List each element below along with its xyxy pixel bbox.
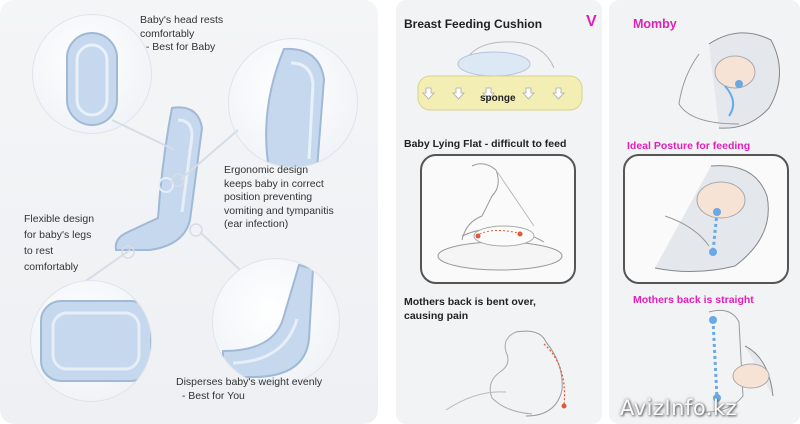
momby-top-illustration bbox=[678, 32, 780, 129]
lying-flat-caption: Baby Lying Flat - difficult to feed bbox=[404, 138, 567, 150]
momby-panel: Momby Ideal Posture for feeding Mothers … bbox=[609, 0, 800, 424]
weight-closeup-image bbox=[212, 258, 340, 386]
product-features-panel: Baby's head rests comfortably - Best for… bbox=[0, 0, 378, 424]
straight-back-caption: Mothers back is straight bbox=[633, 294, 754, 306]
leg-rest-closeup-image bbox=[30, 280, 152, 402]
bent-back-caption: Mothers back is bent over, causing pain bbox=[404, 296, 536, 322]
watermark-text: AvizInfo.kz bbox=[620, 396, 738, 420]
cushion-comparison-panel: Breast Feeding Cushion V sponge Baby Lyi… bbox=[396, 0, 602, 424]
cushion-sponge-illustration bbox=[417, 41, 583, 111]
straight-back-illustration bbox=[698, 309, 774, 413]
bent-back-illustration bbox=[445, 330, 567, 417]
lying-flat-frame bbox=[420, 154, 576, 284]
momby-title: Momby bbox=[633, 17, 677, 31]
ideal-posture-caption: Ideal Posture for feeding bbox=[627, 140, 751, 152]
headrest-closeup-image bbox=[32, 14, 152, 134]
comparison-mark: V bbox=[586, 13, 597, 30]
connector-lines bbox=[79, 119, 241, 286]
weight-caption: Disperses baby's weight evenly - Best fo… bbox=[176, 376, 323, 402]
headrest-caption: Baby's head rests comfortably - Best for… bbox=[140, 14, 224, 53]
cushion-title: Breast Feeding Cushion bbox=[404, 17, 543, 31]
cushion-product-image bbox=[114, 106, 204, 251]
ergonomic-closeup-image bbox=[228, 38, 358, 168]
ideal-posture-frame bbox=[623, 154, 789, 284]
ergonomic-caption: Ergonomic design keeps baby in correct p… bbox=[224, 164, 334, 230]
legs-caption: Flexible design for baby's legs to rest … bbox=[24, 213, 95, 273]
sponge-label: sponge bbox=[480, 93, 516, 104]
